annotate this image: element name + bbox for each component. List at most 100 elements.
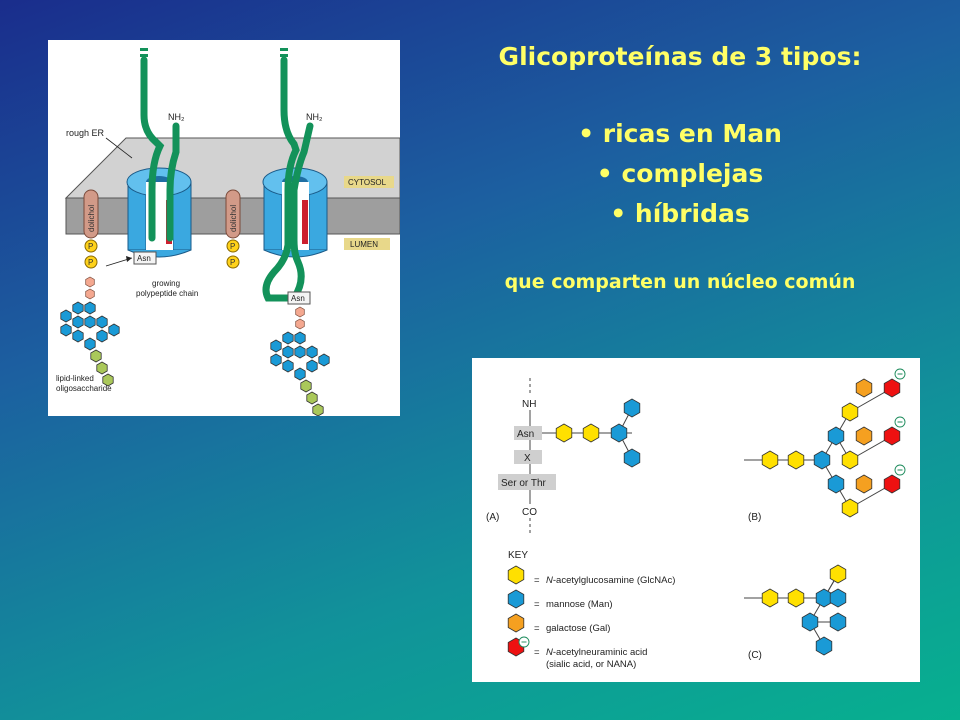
b-galactose-unit-icon <box>855 426 873 446</box>
panel-a-label: (A) <box>486 512 499 523</box>
nh-label: NH <box>522 399 536 410</box>
phosphate-group-left: P P <box>84 239 98 269</box>
key-row-sialic-acid: = N-acetylneuraminic acid (sialic acid, … <box>507 636 647 670</box>
nh2-label-left: NH₂ <box>168 112 185 122</box>
galactose-swatch-icon <box>507 613 525 633</box>
slide-title: Glicoproteínas de 3 tipos: <box>498 42 862 71</box>
phosphate-group-right: P P <box>226 239 240 269</box>
b-galactose-unit-icon <box>855 378 873 398</box>
x-residue-box <box>514 450 542 464</box>
key-text-mannose: mannose (Man) <box>546 599 613 610</box>
growing-chain-label-2: polypeptide chain <box>136 289 198 298</box>
cytosol-tag <box>344 176 394 188</box>
right-mannose-unit-icon <box>294 331 306 345</box>
key-eq-2: = <box>534 623 540 634</box>
right-glucose-unit-icon <box>312 403 324 417</box>
left-mannose-unit-icon <box>72 315 84 329</box>
right-glucose-unit-icon <box>300 379 312 393</box>
key-text-galactose: galactose (Gal) <box>546 623 610 634</box>
left-mannose-unit-icon <box>72 329 84 343</box>
left-glcnac-unit-icon <box>85 288 95 300</box>
right-glucose-unit-icon <box>306 391 318 405</box>
a-mannose-unit-icon <box>610 423 628 443</box>
asn-box-right <box>287 291 311 305</box>
b-glcnac-unit-icon <box>761 450 779 470</box>
c-mannose-unit-icon <box>801 612 819 632</box>
glycan-diagram: NH Asn X Ser or Thr CO (A) (B) (C) KEY =… <box>486 368 906 670</box>
dolichol-label-left: dolichol <box>87 205 96 232</box>
c-mannose-unit-icon <box>829 588 847 608</box>
co-label: CO <box>522 507 537 518</box>
right-mannose-unit-icon <box>282 345 294 359</box>
left-mannose-unit-icon <box>96 329 108 343</box>
c-glcnac-unit-icon <box>829 564 847 584</box>
left-glucose-unit-icon <box>102 373 114 387</box>
left-glucose-unit-icon <box>90 349 102 363</box>
left-glucose-unit-icon <box>96 361 108 375</box>
b-glcnac-unit-icon <box>841 498 859 518</box>
polypeptide-chains <box>140 56 314 302</box>
right-mannose-unit-icon <box>282 359 294 373</box>
phosphate-label-right-1: P <box>230 242 235 251</box>
bullet-complex: • complejas <box>596 159 764 188</box>
b-glcnac-unit-icon <box>841 402 859 422</box>
key-text-sialic-acid: N-acetylneuraminic acid <box>546 647 647 658</box>
dolichol-right: dolichol <box>225 189 241 239</box>
key-row-galactose: = galactose (Gal) <box>507 613 610 634</box>
key-row-mannose: = mannose (Man) <box>507 589 613 610</box>
panel-b-label: (B) <box>748 512 761 523</box>
right-mannose-unit-icon <box>282 331 294 345</box>
c-mannose-unit-icon <box>815 636 833 656</box>
right-mannose-unit-icon <box>306 359 318 373</box>
ser-thr-residue-box <box>498 474 556 490</box>
chain-end-dashes <box>140 48 288 57</box>
key-eq-1: = <box>534 599 540 610</box>
a-glcnac-unit-icon <box>555 423 573 443</box>
left-mannose-unit-icon <box>60 323 72 337</box>
lumen-label: LUMEN <box>350 240 378 249</box>
dolichol-left: dolichol <box>83 189 99 239</box>
key-eq-0: = <box>534 575 540 586</box>
membrane-top-face <box>64 137 401 199</box>
glycan-structures-figure: NH Asn X Ser or Thr CO (A) (B) (C) KEY =… <box>472 358 920 682</box>
ser-thr-residue-label: Ser or Thr <box>501 478 546 489</box>
phosphate-label-left-2: P <box>88 258 93 267</box>
er-glycosylation-figure: NH₂ NH₂ rough ER CYTOSOL LUMEN dolichol … <box>48 40 401 417</box>
x-residue-label: X <box>524 453 531 464</box>
right-mannose-unit-icon <box>294 367 306 381</box>
b-sialic-acid-unit-icon <box>883 426 901 446</box>
asn-residue-label: Asn <box>517 429 534 440</box>
asn-box-left <box>133 251 157 265</box>
lipid-linked-label-2: oligosaccharide <box>56 384 112 393</box>
key-title: KEY <box>508 550 528 561</box>
b-glcnac-unit-icon <box>841 450 859 470</box>
oligosaccharide-left <box>60 276 120 387</box>
b-mannose-unit-icon <box>827 474 845 494</box>
asn-residue-box <box>514 426 542 440</box>
mannose-swatch-icon <box>507 589 525 609</box>
a-glcnac-unit-icon <box>582 423 600 443</box>
asn-label-left: Asn <box>137 254 151 263</box>
nh2-label-right: NH₂ <box>306 112 323 122</box>
left-mannose-unit-icon <box>72 301 84 315</box>
lipid-linked-label-1: lipid-linked <box>56 374 94 383</box>
phosphate-label-left-1: P <box>88 242 93 251</box>
b-mannose-unit-icon <box>827 426 845 446</box>
left-mannose-unit-icon <box>108 323 120 337</box>
translocon-left <box>126 167 192 258</box>
bullet-rich-mannose: • ricas en Man <box>578 119 782 148</box>
dolichol-label-right: dolichol <box>229 205 238 232</box>
oligosaccharide-right <box>270 306 330 417</box>
a-mannose-unit-icon <box>623 398 641 418</box>
left-mannose-unit-icon <box>60 309 72 323</box>
cytosol-label: CYTOSOL <box>348 178 387 187</box>
key-row-glcnac: = N-acetylglucosamine (GlcNAc) <box>507 565 675 586</box>
right-glcnac-unit-icon <box>295 306 305 318</box>
key-text-sialic-acid-2: (sialic acid, or NANA) <box>546 659 636 670</box>
lumen-tag <box>344 238 390 250</box>
b-glcnac-unit-icon <box>787 450 805 470</box>
left-glcnac-unit-icon <box>85 276 95 288</box>
b-sialic-acid-unit-icon <box>883 378 901 398</box>
right-mannose-unit-icon <box>270 353 282 367</box>
c-glcnac-unit-icon <box>787 588 805 608</box>
